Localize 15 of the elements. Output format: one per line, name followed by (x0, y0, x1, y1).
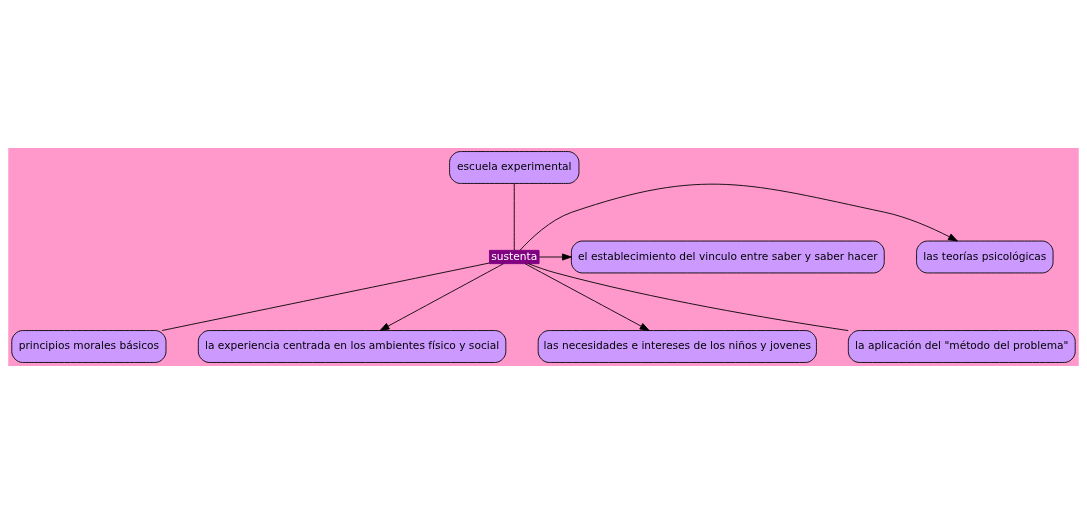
node-box: las teorías psicológicas (916, 240, 1054, 273)
node-box: sustenta (489, 249, 540, 264)
node-box: las necesidades e intereses de los niños y jovenes (537, 329, 817, 363)
arrow (524, 262, 650, 331)
node-box: principios morales básicos (11, 329, 167, 363)
arrow (538, 252, 572, 261)
connector (513, 182, 515, 250)
node-box: la experiencia centrada en los ambientes físico y social (197, 329, 507, 363)
arrow (379, 262, 504, 331)
connector (527, 262, 849, 331)
node-box: la aplicación del "método del problema" (847, 329, 1076, 363)
node-box: el establecimiento del vinculo entre saber y saber hacer (570, 240, 885, 273)
node-box: escuela experimental (449, 150, 580, 184)
connector (161, 262, 490, 331)
arrow (519, 183, 958, 251)
